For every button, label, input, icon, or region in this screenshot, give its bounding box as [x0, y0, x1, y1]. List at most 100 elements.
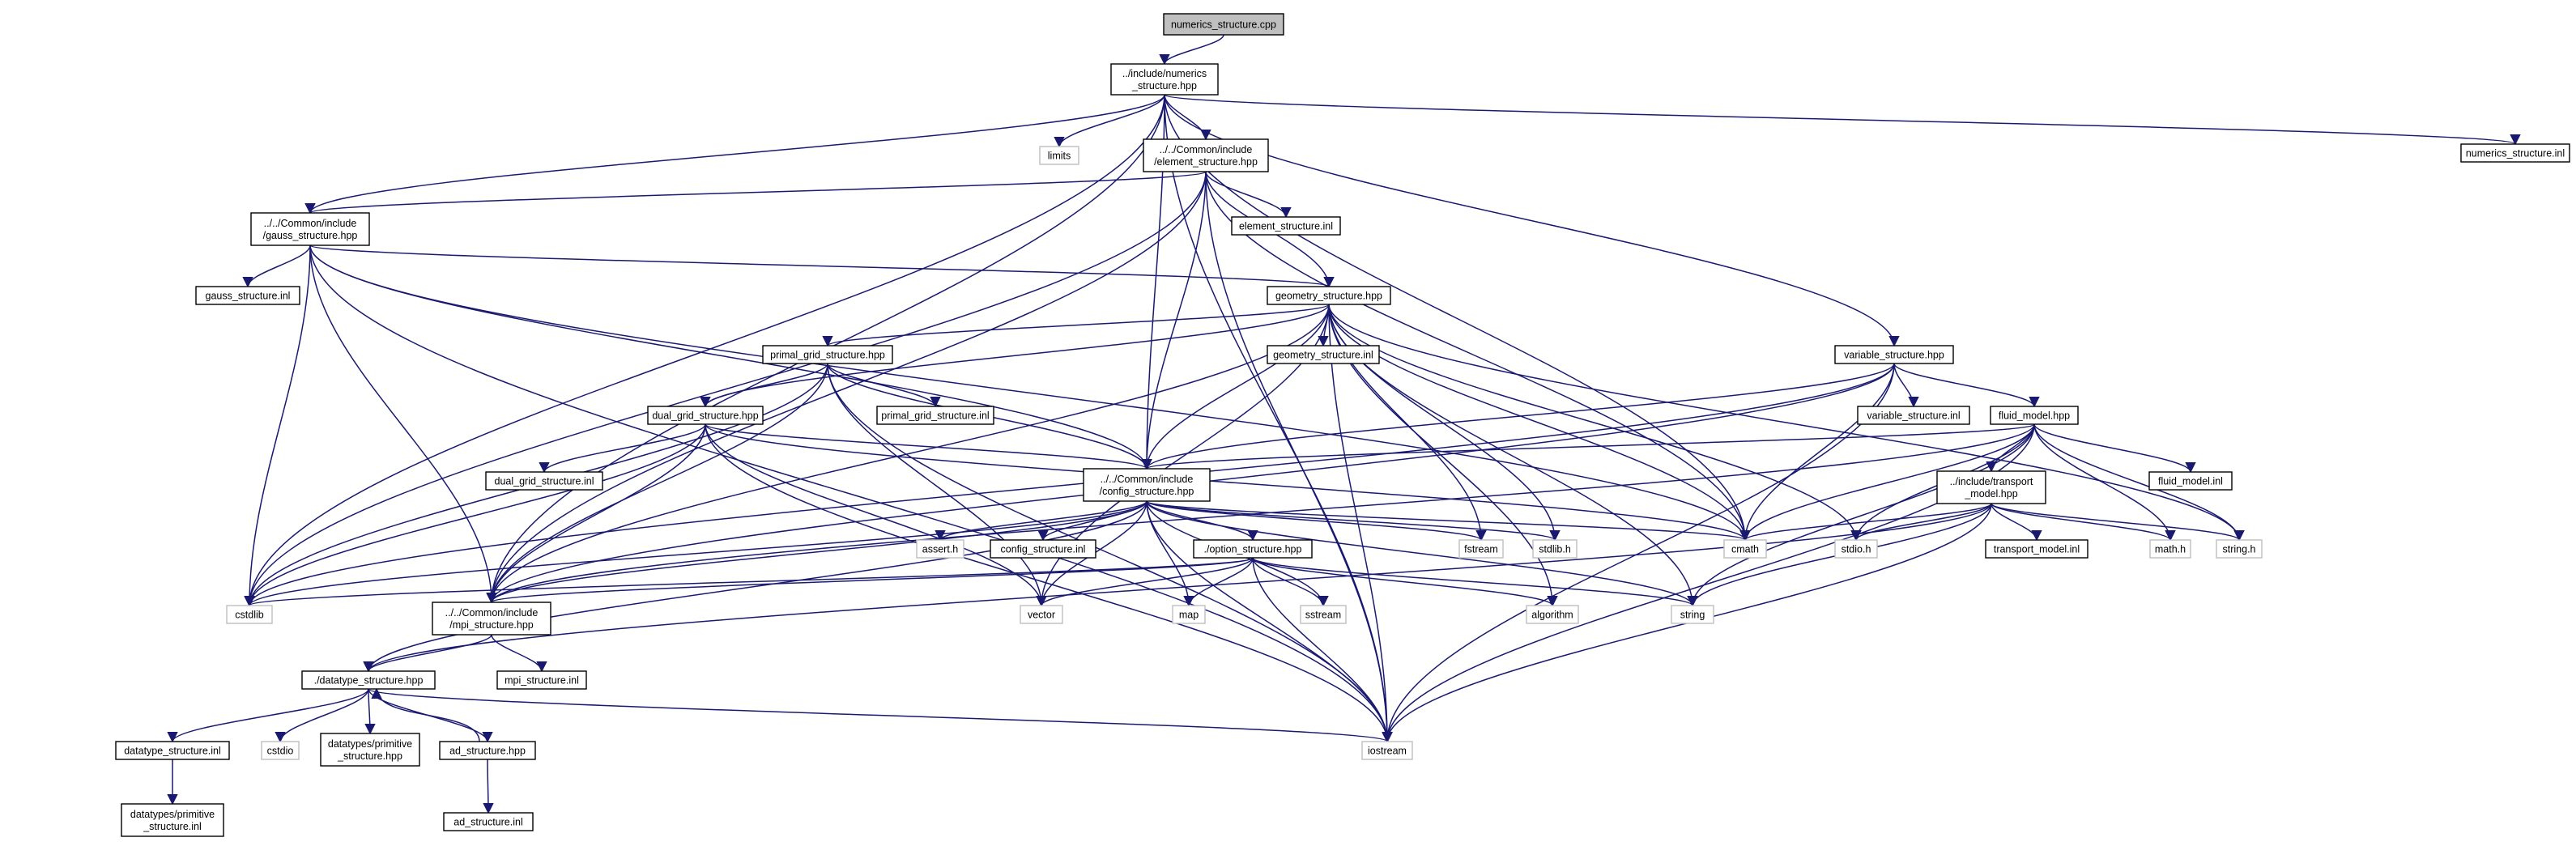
node-dual-inl[interactable]: dual_grid_structure.inl — [485, 471, 603, 491]
node-mpi-inl[interactable]: mpi_structure.inl — [496, 670, 587, 690]
node-label: variable_structure.inl — [1867, 410, 1960, 422]
node-label: geometry_structure.inl — [1273, 350, 1373, 361]
node-label: ../../Common/include — [1160, 144, 1253, 155]
node-label: limits — [1048, 151, 1071, 162]
node-datatype-inl[interactable]: datatype_structure.inl — [115, 741, 230, 760]
node-box — [1671, 605, 1714, 624]
node-box — [1723, 539, 1767, 559]
edge-ad_hpp-to-datatype_hpp — [371, 687, 480, 742]
node-ad-inl[interactable]: ad_structure.inl — [443, 812, 534, 831]
edge-config_hpp-to-cmath — [1146, 500, 1751, 542]
node-box — [1143, 138, 1269, 172]
node-geometry-hpp[interactable]: geometry_structure.hpp — [1267, 286, 1391, 305]
edge-gauss_hpp-to-cstdlib — [244, 244, 311, 607]
edge-datatype_hpp-to-cstdio — [275, 688, 369, 743]
node-transport-inl[interactable]: transport_model.inl — [1985, 539, 2088, 559]
edge-fluid_hpp-to-cmath — [1739, 423, 2035, 542]
node-fluid-inl[interactable]: fluid_model.inl — [2148, 471, 2233, 491]
node-box — [432, 602, 551, 636]
node-box — [2216, 539, 2263, 559]
node-element-inl[interactable]: element_structure.inl — [1231, 216, 1341, 236]
node-box — [1231, 216, 1341, 236]
node-geometry-inl[interactable]: geometry_structure.inl — [1267, 345, 1380, 364]
edge-option_hpp-to-vector — [1036, 557, 1254, 607]
node-limits: limits — [1039, 146, 1079, 165]
node-numerics-hpp[interactable]: ../include/numerics_structure.hpp — [1110, 63, 1219, 96]
node-box — [1834, 539, 1878, 559]
node-box — [115, 741, 230, 760]
node-primitive-hpp[interactable]: datatypes/primitive_structure.hpp — [320, 733, 420, 767]
edge-geometry_hpp-to-primal_hpp — [822, 304, 1330, 347]
nodes-layer: numerics_structure.cpp ../include/numeric… — [115, 13, 2570, 837]
node-label: string — [1680, 610, 1705, 621]
edge-numerics_hpp-to-limits — [1054, 94, 1165, 148]
node-label: datatype_structure.inl — [124, 746, 221, 757]
node-label: _structure.inl — [143, 821, 202, 832]
node-box — [1526, 605, 1579, 624]
node-label: numerics_structure.cpp — [1171, 19, 1276, 31]
node-primal-inl[interactable]: primal_grid_structure.inl — [876, 406, 994, 425]
edge-datatype_hpp-to-datatype_inl — [167, 688, 369, 743]
node-box — [1267, 345, 1380, 364]
node-box — [1936, 470, 2046, 504]
node-stdlib-h: stdlib.h — [1532, 539, 1578, 559]
node-fluid-hpp[interactable]: fluid_model.hpp — [1990, 406, 2079, 425]
edge-option_hpp-to-iostream — [1252, 557, 1393, 743]
node-dual-hpp[interactable]: dual_grid_structure.hpp — [647, 406, 764, 425]
node-box — [195, 286, 300, 305]
node-variable-hpp[interactable]: variable_structure.hpp — [1834, 345, 1954, 364]
node-label: fluid_model.inl — [2158, 476, 2223, 487]
node-transport-hpp[interactable]: ../include/transport_model.hpp — [1936, 470, 2046, 504]
node-box — [762, 345, 893, 364]
node-label: dual_grid_structure.hpp — [652, 410, 758, 422]
edge-transport_hpp-to-stdio_h — [1850, 503, 1992, 542]
edge-dual_hpp-to-vector — [705, 423, 1047, 607]
node-label: map — [1179, 610, 1199, 621]
node-box — [990, 539, 1096, 559]
node-datatype-hpp[interactable]: ./datatype_structure.hpp — [301, 670, 436, 690]
node-numerics-inl[interactable]: numerics_structure.inl — [2460, 143, 2570, 163]
node-map: map — [1172, 605, 1206, 624]
node-label: /gauss_structure.hpp — [263, 230, 358, 241]
node-primal-hpp[interactable]: primal_grid_structure.hpp — [762, 345, 893, 364]
edge-element_hpp-to-element_inl — [1205, 171, 1292, 219]
node-element-hpp[interactable]: ../../Common/include/element_structure.h… — [1143, 138, 1269, 172]
edge-fluid_hpp-to-string_h — [2033, 423, 2245, 542]
edge-gauss_hpp-to-iostream — [309, 244, 1393, 743]
node-box — [121, 803, 224, 837]
edge-variable_hpp-to-fluid_hpp — [1893, 363, 2040, 408]
node-config-hpp[interactable]: ../../Common/include/config_structure.hp… — [1083, 468, 1211, 502]
node-box — [1039, 146, 1079, 165]
node-numerics-cpp[interactable]: numerics_structure.cpp — [1163, 13, 1284, 36]
node-label: primal_grid_structure.inl — [881, 410, 989, 422]
node-label: string.h — [2223, 544, 2256, 555]
node-label: stdio.h — [1842, 544, 1871, 555]
node-variable-inl[interactable]: variable_structure.inl — [1857, 406, 1970, 425]
node-label: iostream — [1368, 746, 1407, 757]
node-stdio-h: stdio.h — [1834, 539, 1878, 559]
node-box — [1300, 605, 1347, 624]
node-box — [496, 670, 587, 690]
node-label: gauss_structure.inl — [206, 291, 291, 302]
node-label: config_structure.inl — [1001, 544, 1086, 555]
edge-numerics_cpp-to-numerics_hpp — [1159, 34, 1224, 66]
edge-geometry_hpp-to-stdio_h — [1328, 304, 1862, 542]
node-label: cstdio — [267, 746, 294, 757]
node-cstdio: cstdio — [261, 741, 300, 760]
edge-geometry_hpp-to-config_hpp — [1141, 304, 1330, 470]
node-config-inl[interactable]: config_structure.inl — [990, 539, 1096, 559]
node-gauss-inl[interactable]: gauss_structure.inl — [195, 286, 300, 305]
edge-variable_hpp-to-config_hpp — [1141, 363, 1895, 470]
node-primitive-inl[interactable]: datatypes/primitive_structure.inl — [121, 803, 224, 837]
node-mpi-hpp[interactable]: ../../Common/include/mpi_structure.hpp — [432, 602, 551, 636]
node-option-hpp[interactable]: ./option_structure.hpp — [1193, 539, 1313, 559]
node-gauss-hpp[interactable]: ../../Common/include/gauss_structure.hpp — [250, 212, 370, 246]
node-cstdlib: cstdlib — [226, 605, 273, 624]
node-math-h: math.h — [2149, 539, 2191, 559]
node-label: sstream — [1305, 610, 1341, 621]
node-ad-hpp[interactable]: ad_structure.hpp — [439, 741, 536, 760]
edge-dual_hpp-to-mpi_hpp — [486, 423, 706, 604]
node-label: assert.h — [922, 544, 959, 555]
edge-dual_hpp-to-iostream — [705, 423, 1393, 743]
